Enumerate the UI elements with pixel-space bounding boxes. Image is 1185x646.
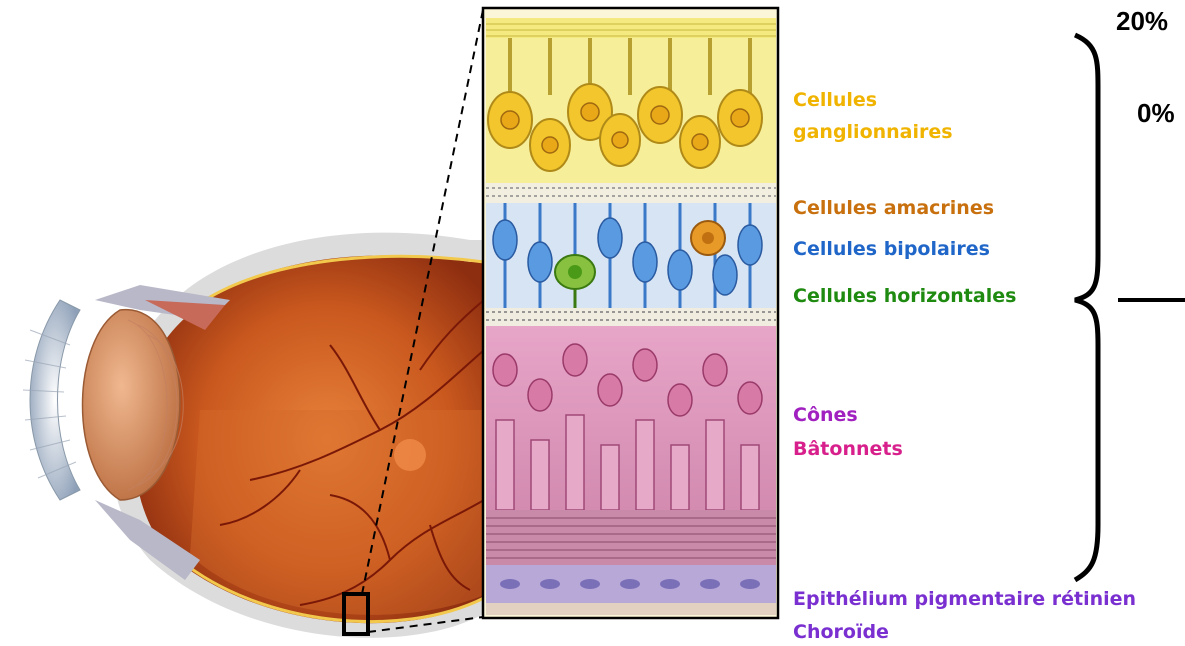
percentage-second: 0% — [1137, 98, 1175, 129]
bipolar-cells-layer — [486, 203, 776, 308]
label-rods: Bâtonnets — [793, 437, 903, 462]
photoreceptor-layer — [486, 326, 776, 510]
label-rpe: Epithélium pigmentaire rétinien — [793, 587, 1136, 612]
label-bipolar: Cellules bipolaires — [793, 237, 990, 262]
eye-cross-section — [23, 233, 490, 638]
label-cones: Cônes — [793, 403, 858, 428]
percentage-top: 20% — [1116, 6, 1168, 37]
layer-brace — [1075, 35, 1098, 580]
label-amacrine: Cellules amacrines — [793, 196, 994, 221]
rpe-layer — [486, 565, 776, 603]
choroid-layer — [486, 603, 776, 615]
retina-layers-panel — [483, 8, 778, 618]
ganglion-cells-layer — [486, 38, 776, 183]
label-ganglion-line2: ganglionnaires — [793, 120, 953, 145]
label-choroid: Choroïde — [793, 620, 889, 645]
label-ganglion-line1: Cellules — [793, 88, 877, 113]
nerve-fiber-layer — [486, 18, 776, 38]
label-horizontal: Cellules horizontales — [793, 284, 1016, 309]
